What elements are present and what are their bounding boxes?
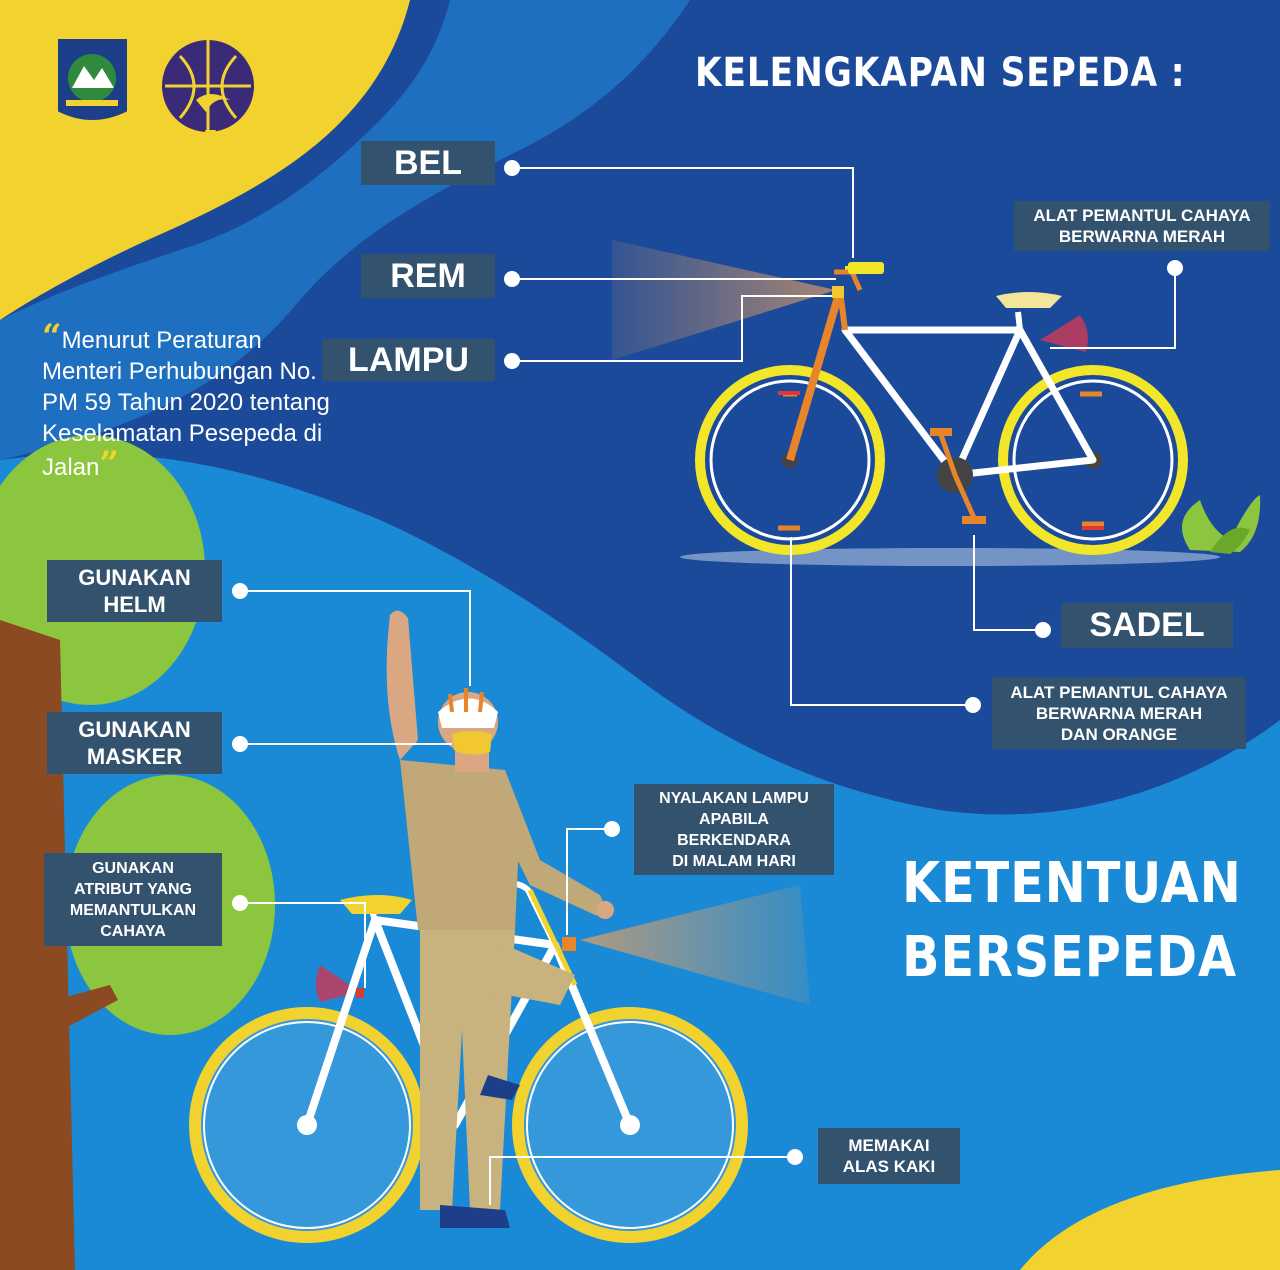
tree-trunk bbox=[0, 620, 75, 1270]
heading-line-2: BERSEPEDA bbox=[902, 925, 1238, 990]
page-title: KELENGKAPAN SEPEDA : bbox=[695, 50, 1186, 96]
label-alas-kaki: MEMAKAI ALAS KAKI bbox=[818, 1128, 960, 1184]
label-atribut-memantulkan: GUNAKAN ATRIBUT YANG MEMANTULKAN CAHAYA bbox=[44, 853, 222, 946]
connector-dots-top bbox=[504, 160, 1183, 713]
label-sadel: SADEL bbox=[1061, 603, 1233, 648]
tree-branch bbox=[55, 985, 118, 1030]
rear-reflector-top bbox=[1040, 315, 1088, 352]
cyclist bbox=[386, 610, 614, 1228]
background-blue-wave-upper bbox=[0, 0, 690, 460]
quote-text: Menurut Peraturan Menteri Perhubungan No… bbox=[42, 327, 330, 481]
plant-icon bbox=[1182, 495, 1261, 554]
label-nyalakan-lampu: NYALAKAN LAMPU APABILA BERKENDARA DI MAL… bbox=[634, 784, 834, 875]
regulation-quote: “Menurut Peraturan Menteri Perhubungan N… bbox=[42, 320, 342, 484]
connector-lines-bottom bbox=[240, 590, 795, 1205]
label-rem: REM bbox=[361, 254, 495, 298]
top-bicycle bbox=[695, 262, 1188, 555]
label-gunakan-masker: GUNAKAN MASKER bbox=[47, 712, 222, 774]
close-quote-mark: ” bbox=[99, 444, 119, 484]
label-wheel-reflector: ALAT PEMANTUL CAHAYA BERWARNA MERAH DAN … bbox=[992, 677, 1246, 749]
connector-dots-bottom bbox=[232, 583, 803, 1165]
bottom-bicycle bbox=[189, 880, 748, 1243]
front-light-beam-bottom bbox=[580, 885, 810, 1005]
label-gunakan-helm: GUNAKAN HELM bbox=[47, 560, 222, 622]
label-lampu: LAMPU bbox=[322, 339, 495, 381]
connector-lines-top bbox=[512, 167, 1176, 706]
heading-line-1: KETENTUAN bbox=[902, 851, 1242, 916]
background-yellow-bottom-right bbox=[1020, 1170, 1280, 1270]
ground-shadow-top bbox=[680, 548, 1220, 566]
label-rear-reflector: ALAT PEMANTUL CAHAYA BERWARNA MERAH bbox=[1014, 201, 1270, 251]
front-light-beam-top bbox=[612, 240, 836, 360]
emblem-logo bbox=[56, 37, 129, 122]
label-bel: BEL bbox=[361, 141, 495, 185]
open-quote-mark: “ bbox=[42, 317, 62, 357]
transport-ministry-logo bbox=[160, 40, 260, 150]
